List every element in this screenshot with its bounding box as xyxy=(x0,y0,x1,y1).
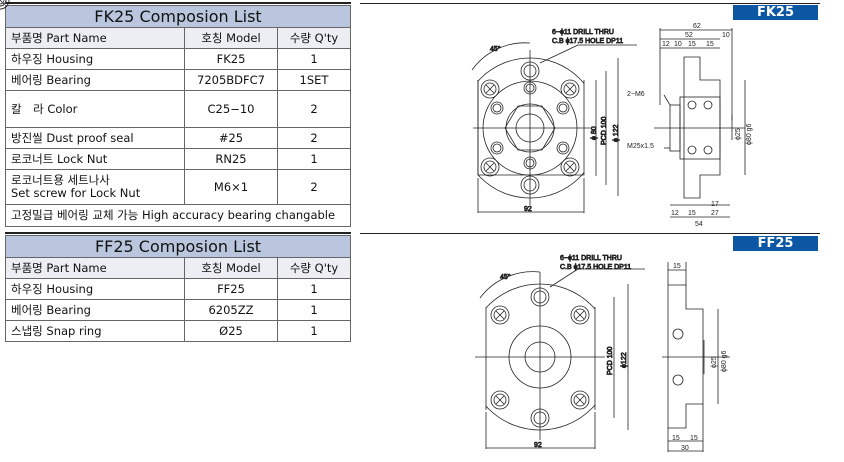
dim-label: PCD 100 xyxy=(607,346,614,375)
ff25-side-view xyxy=(662,262,730,452)
dim-label: ϕ122 xyxy=(621,352,628,368)
dim-label: 52 xyxy=(685,32,693,39)
col-header: 수량 Q'ty xyxy=(277,257,351,279)
cell: 2 xyxy=(277,90,351,128)
fk25-side-dimensions: 62 52 10 12 10 15 15 2−M6 M25x1.5 ϕ25 ϕ8… xyxy=(627,23,753,228)
angle-label: 45° xyxy=(500,273,511,281)
hole-note: C.B ϕ17.5 HOLE DP11 xyxy=(552,38,623,45)
dim-label: 15 xyxy=(706,41,714,48)
fk25-front-view xyxy=(0,0,637,213)
dim-label: 15 xyxy=(688,41,696,48)
table-title: FF25 Composion List xyxy=(5,235,351,258)
dim-label: ϕ 122 xyxy=(613,124,620,142)
dim-label: 15 xyxy=(672,435,680,442)
divider xyxy=(360,3,820,4)
dim-label: ϕ25 xyxy=(711,356,718,368)
dim-label: 2−M6 xyxy=(627,91,645,98)
hole-note: C.B ϕ17.5 HOLE DP11 xyxy=(560,264,631,271)
cell: Ø25 xyxy=(184,320,278,342)
dim-label: 62 xyxy=(693,23,701,30)
dim-label: 27 xyxy=(711,210,719,217)
dim-label: M25x1.5 xyxy=(627,143,654,150)
dim-label: ϕ80 g6 xyxy=(746,123,753,145)
dim-label: ϕ 80 xyxy=(591,126,598,140)
cell: 스냅링 Snap ring xyxy=(5,320,185,342)
fk25-badge: FK25 xyxy=(733,5,818,20)
cell: 1SET xyxy=(277,69,351,91)
dim-label: 30 xyxy=(681,445,689,452)
dim-label: PCD 100 xyxy=(601,116,608,145)
cell: C25−10 xyxy=(184,90,278,128)
dim-label: 15 xyxy=(690,435,698,442)
ff25-front-view xyxy=(475,268,645,449)
divider xyxy=(5,232,351,234)
angle-label: 45° xyxy=(490,45,501,53)
col-header: 부품명 Part Name xyxy=(5,257,185,279)
dim-label: ϕ80 g6 xyxy=(721,350,728,372)
hole-note: 6−ϕ11 DRILL THRU xyxy=(560,255,622,262)
col-header: 부품명 Part Name xyxy=(5,27,185,49)
divider xyxy=(360,233,820,234)
dim-label: 92 xyxy=(524,206,532,213)
dim-label: 10 xyxy=(674,41,682,48)
dim-label: ϕ25 xyxy=(735,128,742,140)
cell: 6205ZZ xyxy=(184,299,278,321)
dim-label: 15 xyxy=(688,210,696,217)
cell-line: Set screw for Lock Nut xyxy=(11,186,141,200)
cell-line: 로코너트용 세트나사 xyxy=(11,173,110,187)
col-header: 호칭 Model xyxy=(184,27,278,49)
ff25-side-dimensions: 15 ϕ25 ϕ80 g6 15 15 30 xyxy=(672,263,728,452)
dim-label: 17 xyxy=(711,201,719,208)
dim-label: 92 xyxy=(534,442,542,449)
cell: 방진씰 Dust proof seal xyxy=(5,127,185,149)
dim-label: 10 xyxy=(722,32,730,39)
ff25-badge: FF25 xyxy=(733,236,818,251)
cell: 칼 라 Color xyxy=(5,90,185,128)
dim-label: 12 xyxy=(671,210,679,217)
cell: 7205BDFC7 xyxy=(184,69,278,91)
cell: 1 xyxy=(277,320,351,342)
hole-note: 6−ϕ11 DRILL THRU xyxy=(552,29,614,36)
table-note-row: 고정밀급 베어링 교체 가능 High accuracy bearing cha… xyxy=(5,204,351,227)
note: 고정밀급 베어링 교체 가능 High accuracy bearing cha… xyxy=(5,204,351,227)
dim-label: 15 xyxy=(673,263,681,270)
fk25-side-view xyxy=(654,28,746,218)
dim-label: 12 xyxy=(662,41,670,48)
dim-label: 54 xyxy=(695,221,703,228)
table-title: FK25 Composion List xyxy=(5,5,351,28)
divider xyxy=(5,2,351,4)
cell: RN25 xyxy=(184,148,278,170)
